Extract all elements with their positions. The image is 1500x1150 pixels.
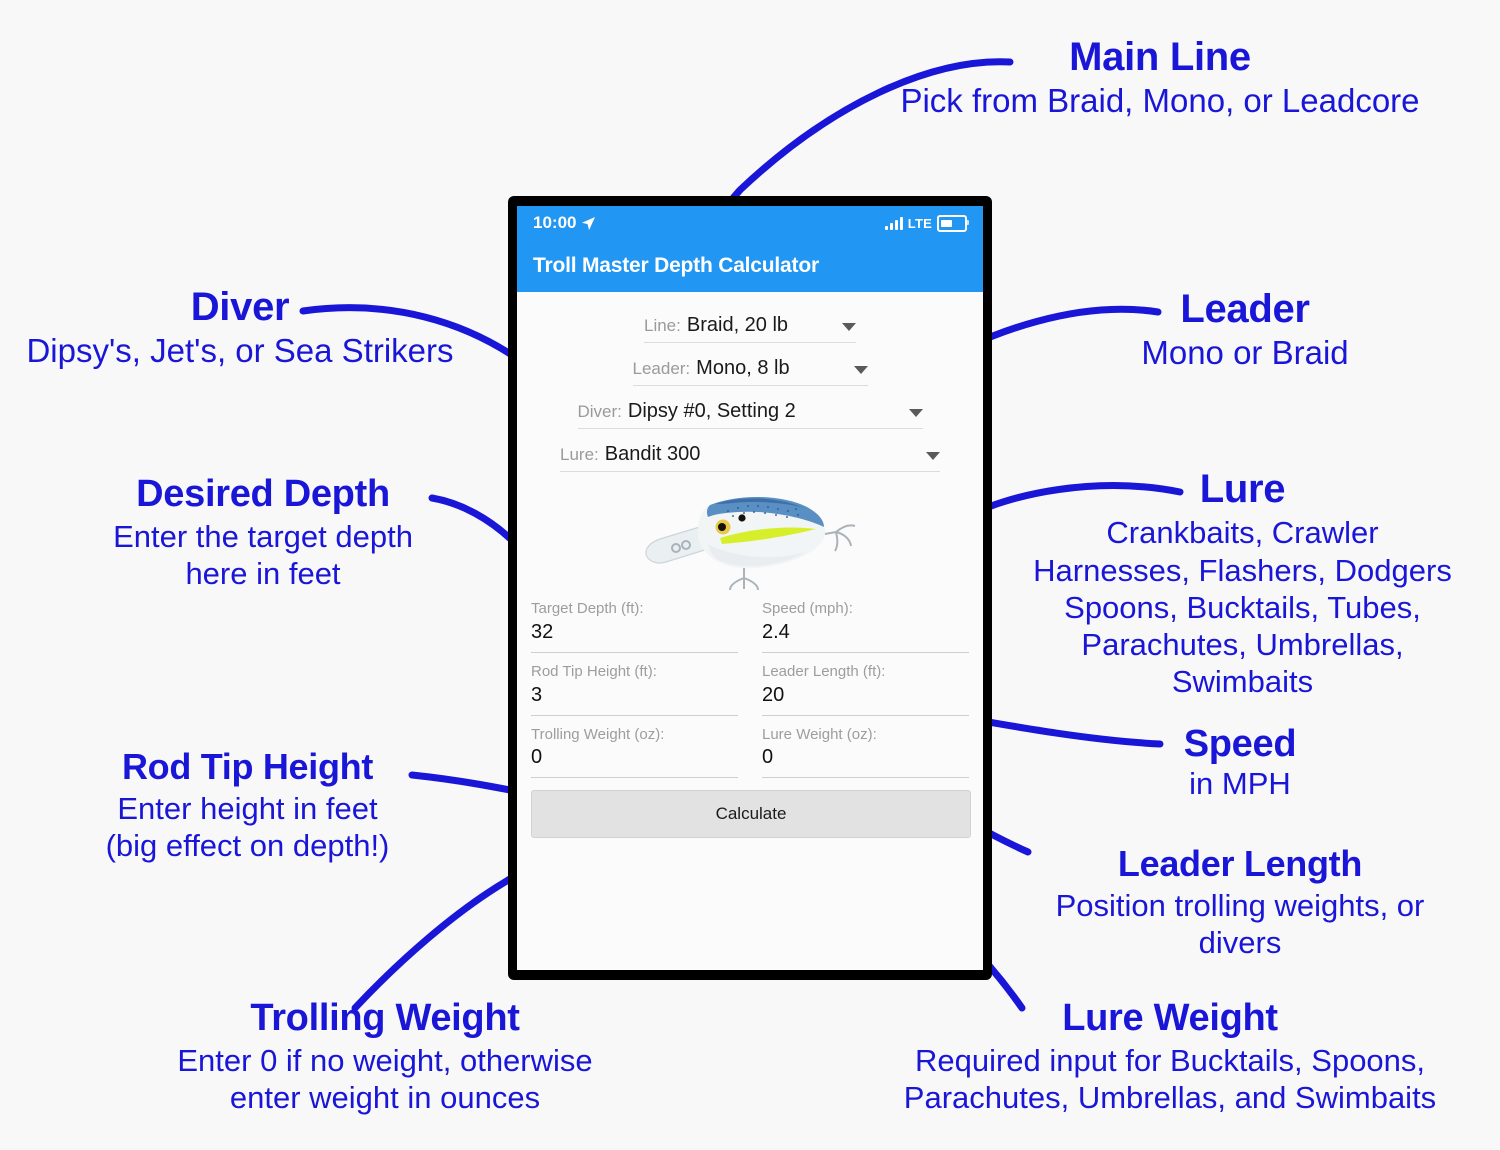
annotation-leader-length-line-1: Position trolling weights, or <box>1055 888 1425 924</box>
annotation-desired-depth-line-1: Enter the target depth <box>113 519 413 555</box>
annotation-main-line-line-1: Pick from Braid, Mono, or Leadcore <box>900 82 1420 120</box>
annotation-rod-tip-height: Rod Tip Height Enter height in feet (big… <box>45 746 450 864</box>
annotation-lure-title: Lure <box>1199 467 1286 511</box>
annotation-diver: Diver Dipsy's, Jet's, or Sea Strikers <box>0 286 480 369</box>
annotation-lure-line-1: Crankbaits, Crawler <box>1106 515 1379 551</box>
rod-tip-height-label: Rod Tip Height (ft): <box>531 662 657 680</box>
chevron-down-icon[interactable] <box>842 323 856 331</box>
annotation-speed-line-1: in MPH <box>1189 766 1291 802</box>
annotation-lure-line-5: Swimbaits <box>1171 664 1314 700</box>
leader-select[interactable]: Leader: Mono, 8 lb <box>632 357 868 386</box>
annotation-desired-depth: Desired Depth Enter the target depth her… <box>48 474 478 592</box>
line-select-value: Braid, 20 lb <box>686 314 789 336</box>
annotation-leader-length: Leader Length Position trolling weights,… <box>1000 843 1480 961</box>
annotation-rod-tip-height-line-1: Enter height in feet <box>117 791 378 827</box>
leader-length-field[interactable]: Leader Length (ft): 20 <box>762 663 969 716</box>
annotation-lure-line-4: Parachutes, Umbrellas, <box>1081 626 1404 662</box>
connector-trolling-weight <box>351 864 532 1012</box>
annotation-lure-line-2: Harnesses, Flashers, Dodgers <box>1033 552 1452 588</box>
location-arrow-icon <box>582 216 596 230</box>
annotation-diver-title: Diver <box>190 285 290 329</box>
annotation-trolling-weight-line-1: Enter 0 if no weight, otherwise <box>177 1043 593 1079</box>
diver-select-row: Diver: Dipsy #0, Setting 2 <box>531 400 969 429</box>
annotation-lure-weight-line-2: Parachutes, Umbrellas, and Swimbaits <box>903 1079 1437 1115</box>
trolling-weight-value: 0 <box>531 746 543 769</box>
annotation-leader-title: Leader <box>1180 287 1310 331</box>
annotation-desired-depth-title: Desired Depth <box>136 473 390 515</box>
diver-select[interactable]: Diver: Dipsy #0, Setting 2 <box>577 400 923 429</box>
annotation-speed: Speed in MPH <box>1040 724 1440 801</box>
annotation-desired-depth-line-2: here in feet <box>185 555 341 591</box>
calculate-button[interactable]: Calculate <box>531 790 971 839</box>
target-depth-value: 32 <box>531 620 554 643</box>
chevron-down-icon[interactable] <box>908 409 923 417</box>
leader-length-label: Leader Length (ft): <box>762 662 886 680</box>
annotation-leader: Leader Mono or Braid <box>1020 288 1470 371</box>
phone-mockup: 10:00 LTE Troll Master Depth Calculator … <box>508 196 992 980</box>
annotation-speed-title: Speed <box>1183 723 1297 765</box>
annotation-rod-tip-height-title: Rod Tip Height <box>121 746 374 787</box>
leader-select-label: Leader: <box>632 359 691 378</box>
target-depth-field[interactable]: Target Depth (ft): 32 <box>531 600 738 653</box>
annotation-lure-weight: Lure Weight Required input for Bucktails… <box>845 998 1495 1116</box>
annotation-trolling-weight: Trolling Weight Enter 0 if no weight, ot… <box>95 998 675 1116</box>
lure-weight-value: 0 <box>762 746 774 769</box>
lure-select-label: Lure: <box>560 445 599 464</box>
diver-select-value: Dipsy #0, Setting 2 <box>627 400 796 422</box>
signal-bars-icon <box>884 216 903 230</box>
lure-image-container <box>531 478 969 596</box>
annotation-trolling-weight-title: Trolling Weight <box>250 997 520 1039</box>
lure-select-row: Lure: Bandit 300 <box>531 443 969 472</box>
leader-length-value: 20 <box>762 683 785 706</box>
line-select-row: Line: Braid, 20 lb <box>531 314 969 343</box>
line-select-label: Line: <box>644 316 681 335</box>
lure-weight-label: Lure Weight (oz): <box>762 725 877 743</box>
battery-icon <box>937 214 969 232</box>
leader-select-row: Leader: Mono, 8 lb <box>531 357 969 386</box>
annotation-leader-line-1: Mono or Braid <box>1141 334 1349 372</box>
chevron-down-icon[interactable] <box>853 366 868 374</box>
app-bar: 10:00 LTE Troll Master Depth Calculator <box>517 206 983 292</box>
status-time: 10:00 <box>533 213 577 232</box>
annotation-main-line: Main Line Pick from Braid, Mono, or Lead… <box>830 36 1490 119</box>
speed-field[interactable]: Speed (mph): 2.4 <box>762 600 969 653</box>
annotation-lure-weight-title: Lure Weight <box>1062 997 1278 1039</box>
diver-select-label: Diver: <box>577 402 622 421</box>
status-bar: 10:00 LTE <box>517 206 983 240</box>
annotation-diver-line-1: Dipsy's, Jet's, or Sea Strikers <box>26 332 454 370</box>
network-label: LTE <box>907 215 932 231</box>
annotation-leader-length-line-2: divers <box>1198 924 1282 960</box>
lure-select[interactable]: Lure: Bandit 300 <box>560 443 940 472</box>
lure-weight-field[interactable]: Lure Weight (oz): 0 <box>762 726 969 779</box>
calculate-button-wrap: Calculate <box>531 788 971 846</box>
trolling-weight-field[interactable]: Trolling Weight (oz): 0 <box>531 726 738 779</box>
annotation-lure: Lure Crankbaits, Crawler Harnesses, Flas… <box>985 468 1500 700</box>
speed-label: Speed (mph): <box>762 600 853 617</box>
app-title: Troll Master Depth Calculator <box>533 254 819 277</box>
line-select[interactable]: Line: Braid, 20 lb <box>644 314 856 343</box>
annotation-main-line-title: Main Line <box>1069 35 1251 79</box>
annotation-rod-tip-height-line-2: (big effect on depth!) <box>105 827 390 863</box>
lure-select-value: Bandit 300 <box>604 443 701 465</box>
annotation-leader-length-title: Leader Length <box>1117 843 1363 884</box>
leader-select-value: Mono, 8 lb <box>696 357 790 379</box>
annotation-lure-weight-line-1: Required input for Bucktails, Spoons, <box>914 1043 1426 1079</box>
phone-screen: 10:00 LTE Troll Master Depth Calculator … <box>517 206 983 970</box>
trolling-weight-label: Trolling Weight (oz): <box>531 725 665 743</box>
speed-value: 2.4 <box>762 620 790 643</box>
target-depth-label: Target Depth (ft): <box>531 600 644 617</box>
numeric-fields-grid: Target Depth (ft): 32 Speed (mph): 2.4 R… <box>531 600 969 788</box>
annotation-lure-line-3: Spoons, Bucktails, Tubes, <box>1064 589 1421 625</box>
chevron-down-icon[interactable] <box>926 452 940 460</box>
form-body: Line: Braid, 20 lb Leader: Mono, 8 lb Di… <box>517 292 983 970</box>
rod-tip-height-value: 3 <box>531 683 543 706</box>
rod-tip-height-field[interactable]: Rod Tip Height (ft): 3 <box>531 663 738 716</box>
annotation-trolling-weight-line-2: enter weight in ounces <box>229 1079 541 1115</box>
crankbait-lure-image <box>645 496 856 591</box>
